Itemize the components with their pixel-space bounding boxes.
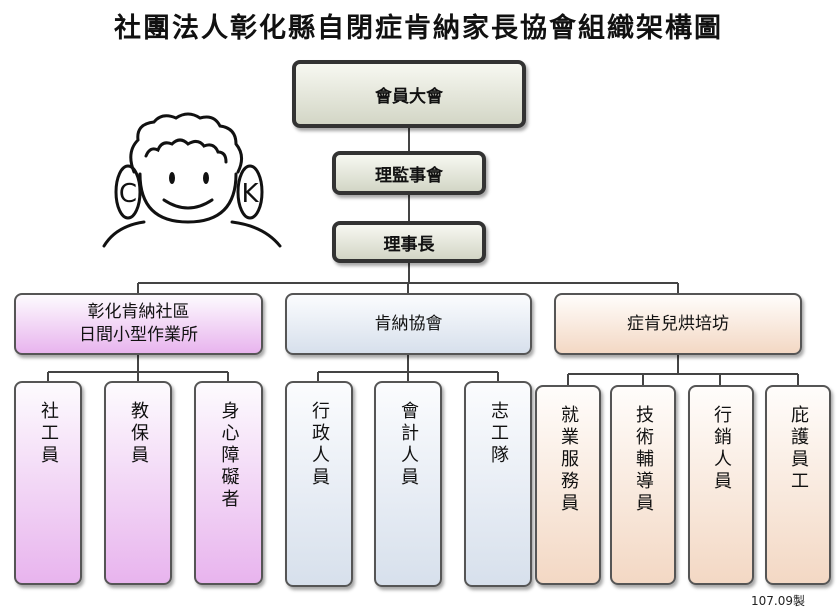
role-label: 行銷人員 xyxy=(711,405,732,493)
branch-bakery-label: 症肯兒烘培坊 xyxy=(627,313,729,334)
role-label: 庇護員工 xyxy=(788,405,809,493)
ck-mascot-logo: C K xyxy=(102,112,282,248)
face-outline xyxy=(138,172,238,224)
footnote-date: 107.09製 xyxy=(751,594,805,608)
node-chairman-label: 理事長 xyxy=(383,234,435,255)
right-shoulder xyxy=(230,220,282,248)
left-ear xyxy=(114,164,142,220)
role-admin-staff: 行政人員 xyxy=(285,381,353,587)
node-board: 理監事會 xyxy=(332,151,486,195)
role-label: 身心障礙者 xyxy=(218,401,240,511)
logo-letter-c: C xyxy=(119,179,137,209)
role-disabled-person: 身心障礙者 xyxy=(194,381,263,585)
node-board-label: 理監事會 xyxy=(375,165,443,186)
branch-association-label: 肯納協會 xyxy=(374,313,443,334)
node-assembly-label: 會員大會 xyxy=(375,86,443,107)
role-label: 教保員 xyxy=(128,401,149,467)
role-employment-specialist: 就業服務員 xyxy=(535,385,601,585)
right-eye xyxy=(203,172,209,184)
branch-workshop-line2: 日間小型作業所 xyxy=(79,325,198,345)
role-label: 技術輔導員 xyxy=(633,405,654,515)
left-eye xyxy=(169,172,175,184)
role-accountant: 會計人員 xyxy=(374,381,442,587)
role-caregiver: 教保員 xyxy=(104,381,172,585)
role-label: 會計人員 xyxy=(398,401,419,489)
chart-title: 社團法人彰化縣自閉症肯納家長協會組織架構圖 xyxy=(114,13,723,44)
node-assembly: 會員大會 xyxy=(292,60,526,128)
role-label: 行政人員 xyxy=(309,401,330,489)
branch-workshop-line1: 彰化肯納社區 xyxy=(87,302,190,322)
role-label: 志工隊 xyxy=(488,401,509,467)
right-ear xyxy=(236,164,264,220)
branch-bakery: 症肯兒烘培坊 xyxy=(554,293,802,355)
logo-letter-k: K xyxy=(241,179,259,209)
hair-outline xyxy=(129,112,243,174)
smile xyxy=(162,198,214,210)
role-technical-coach: 技術輔導員 xyxy=(610,385,676,585)
hair-curls xyxy=(144,138,228,164)
role-label: 社工員 xyxy=(38,401,59,467)
role-marketing-staff: 行銷人員 xyxy=(688,385,754,585)
branch-association: 肯納協會 xyxy=(285,293,532,355)
role-volunteer-team: 志工隊 xyxy=(464,381,532,587)
left-shoulder xyxy=(102,220,146,248)
branch-workshop: 彰化肯納社區日間小型作業所 xyxy=(14,293,263,355)
node-chairman: 理事長 xyxy=(332,221,486,263)
role-label: 就業服務員 xyxy=(558,405,579,515)
role-social-worker: 社工員 xyxy=(14,381,82,585)
role-sheltered-employee: 庇護員工 xyxy=(765,385,831,585)
